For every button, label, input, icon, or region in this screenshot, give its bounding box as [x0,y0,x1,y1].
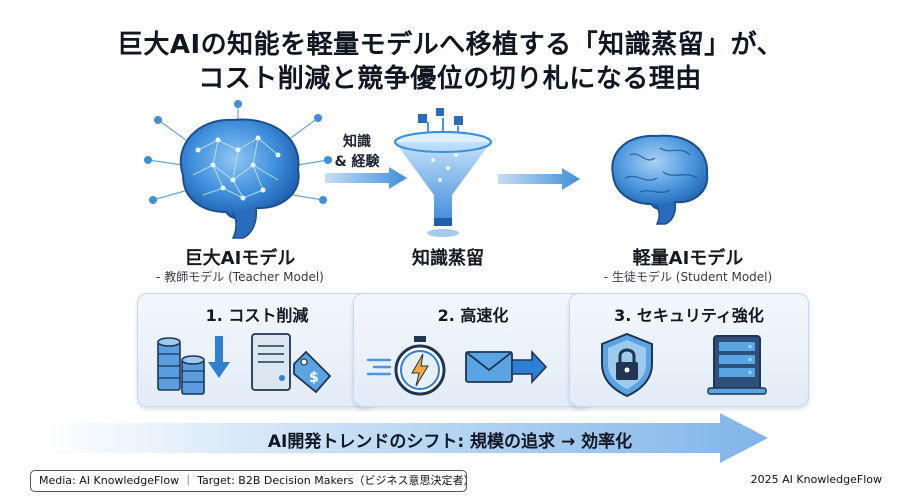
speed-lines-icon [366,358,392,376]
arrow-right-icon [512,350,548,384]
footer-media-target: Media: AI KnowledgeFlow ｜ Target: B2B De… [30,470,467,492]
trend-arrow-icon [40,413,768,463]
flow-arrow-icon [325,167,407,189]
student-brain-icon [611,134,709,225]
server-icon [251,333,291,391]
trend-text: AI開発トレンドのシフト: 規模の追求 → 効率化 [267,432,633,452]
benefit-card-security: 3. セキュリティ強化 [569,293,809,407]
teacher-brain-icon [144,100,332,239]
shield-lock-icon [601,332,653,398]
benefit-card-cost: 1. コスト削減 $ [137,293,377,407]
benefit-card-speed: 2. 高速化 [353,293,593,407]
card-title-cost: 1. コスト削減 [205,306,309,325]
teacher-model-sublabel: - 教師モデル (Teacher Model) [156,270,324,284]
coin-stack-icon [157,337,205,395]
card-title-security: 3. セキュリティ強化 [614,306,764,325]
page-title-line1: 巨大AIの知能を軽量モデルへ移植する「知識蒸留」が、 [116,30,784,60]
teacher-model-label: 巨大AIモデル [184,248,296,269]
price-tag-icon: $ [293,350,332,394]
down-arrow-icon [208,336,230,378]
page-title-line2: コスト削減と競争優位の切り札になる理由 [198,64,702,94]
knowledge-flow-label-line1: 知識 [343,134,371,150]
stopwatch-icon [394,336,446,396]
envelope-icon [465,351,513,383]
server-rack-icon [707,335,767,395]
knowledge-flow-label-line2: & 経験 [334,154,380,170]
card-title-speed: 2. 高速化 [437,306,509,325]
footer-copyright: 2025 AI KnowledgeFlow [750,473,882,486]
distillation-label: 知識蒸留 [412,248,484,269]
funnel-icon [394,108,492,237]
svg-text:$: $ [309,370,319,386]
knowledge-flow-label: 知識 & 経験 [322,132,392,172]
student-model-label: 軽量AIモデル [632,248,744,269]
flow-arrow-2-icon [498,168,580,190]
student-model-sublabel: - 生徒モデル (Student Model) [603,270,773,284]
